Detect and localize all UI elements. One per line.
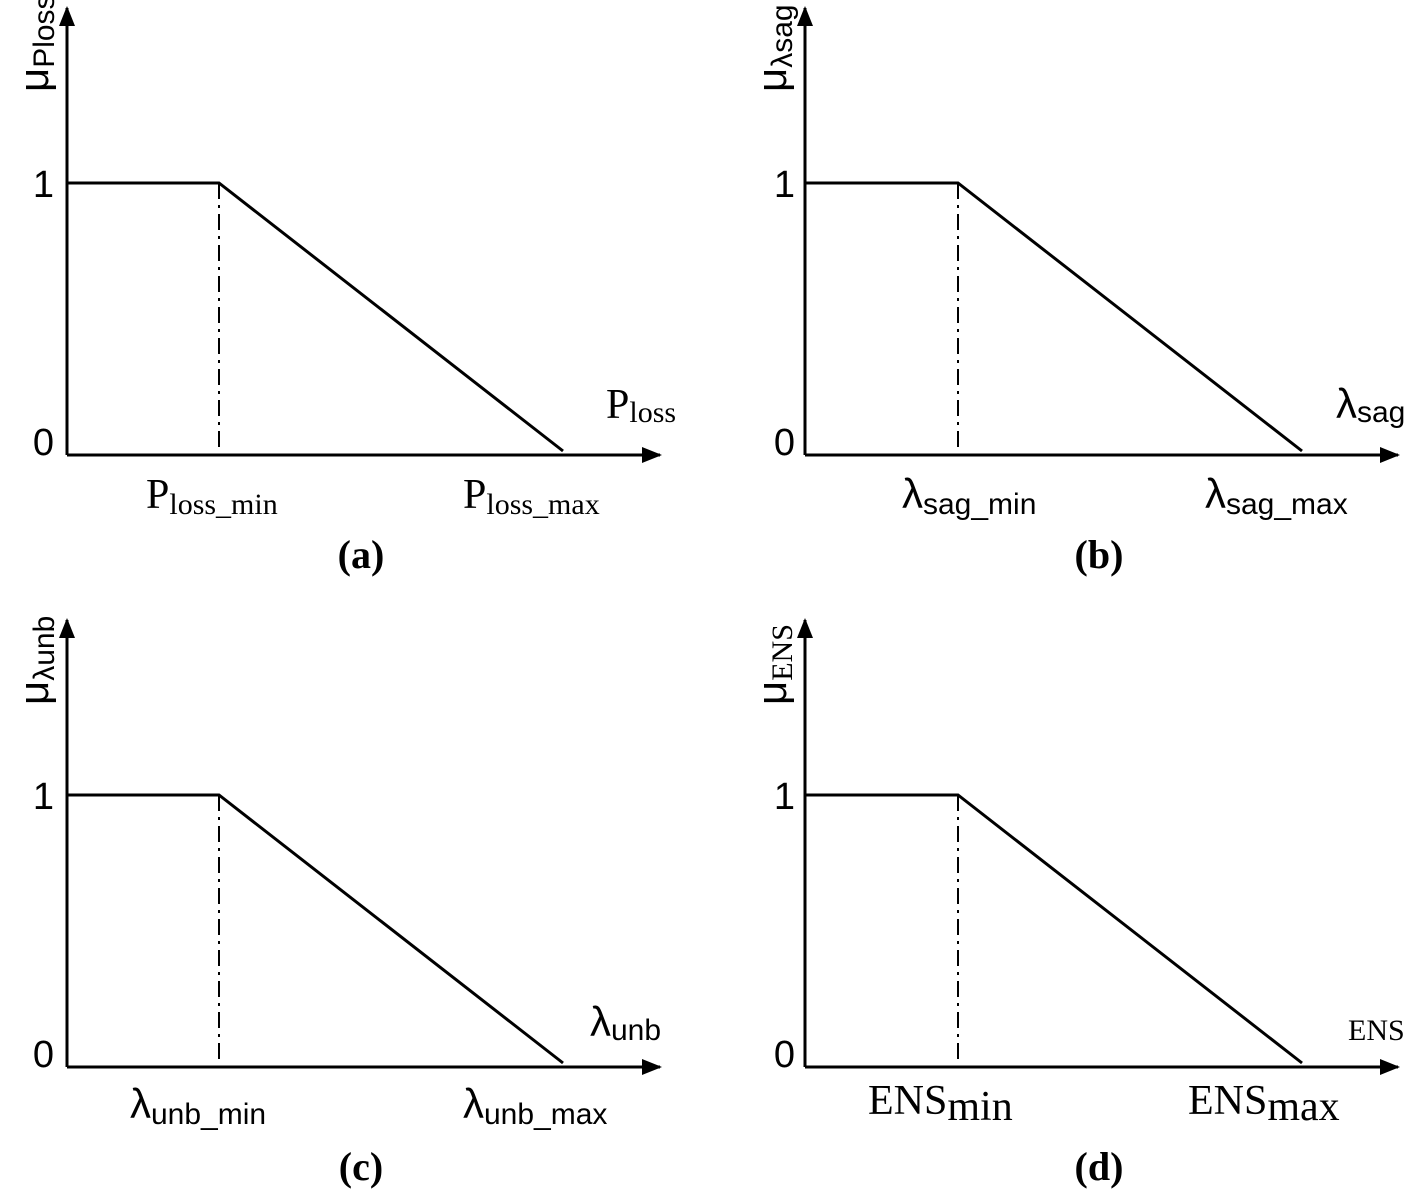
x-max-label: ENSmax: [1188, 1078, 1340, 1130]
panel-a: 1 0 μPloss Ploss Ploss_min Ploss_max (a): [10, 0, 676, 577]
y-axis-label: μλunb: [10, 616, 61, 705]
membership-curve: [67, 181, 564, 453]
panel-caption: (a): [338, 532, 385, 577]
y-axis-label: μENS: [748, 624, 799, 705]
x-axis-label: λsag: [1336, 380, 1405, 429]
y-tick-0: 0: [33, 1034, 54, 1076]
y-tick-1: 1: [774, 776, 795, 818]
membership-curve: [805, 793, 1303, 1065]
y-axis-label: μλsag: [748, 4, 799, 92]
y-tick-0: 0: [774, 1034, 795, 1076]
y-tick-0: 0: [33, 422, 54, 464]
x-max-label: λunb_max: [463, 1080, 607, 1131]
x-axis-label: ENS: [1348, 1014, 1405, 1047]
x-min-label: λunb_min: [130, 1080, 266, 1131]
x-max-label: λsag_max: [1205, 470, 1348, 521]
panel-caption: (c): [339, 1144, 383, 1189]
y-axis-label: μPloss: [10, 0, 61, 92]
x-axis-label: λunb: [590, 998, 661, 1047]
y-tick-1: 1: [774, 164, 795, 206]
panel-caption: (b): [1075, 532, 1124, 577]
x-max-label: Ploss_max: [463, 472, 600, 521]
panel-d: 1 0 μENS ENS ENSmin ENSmax (d): [748, 618, 1405, 1189]
x-min-label: λsag_min: [902, 470, 1036, 521]
x-min-label: ENSmin: [868, 1078, 1013, 1130]
panel-caption: (d): [1075, 1144, 1124, 1189]
panel-c: 1 0 μλunb λunb λunb_min λunb_max (c): [10, 616, 662, 1189]
y-tick-1: 1: [33, 164, 54, 206]
panel-b: 1 0 μλsag λsag λsag_min λsag_max (b): [748, 4, 1405, 577]
membership-curve: [67, 793, 564, 1065]
membership-curve: [805, 181, 1303, 453]
y-tick-1: 1: [33, 776, 54, 818]
x-axis-label: Ploss: [606, 382, 676, 429]
y-tick-0: 0: [774, 422, 795, 464]
x-min-label: Ploss_min: [146, 472, 278, 521]
